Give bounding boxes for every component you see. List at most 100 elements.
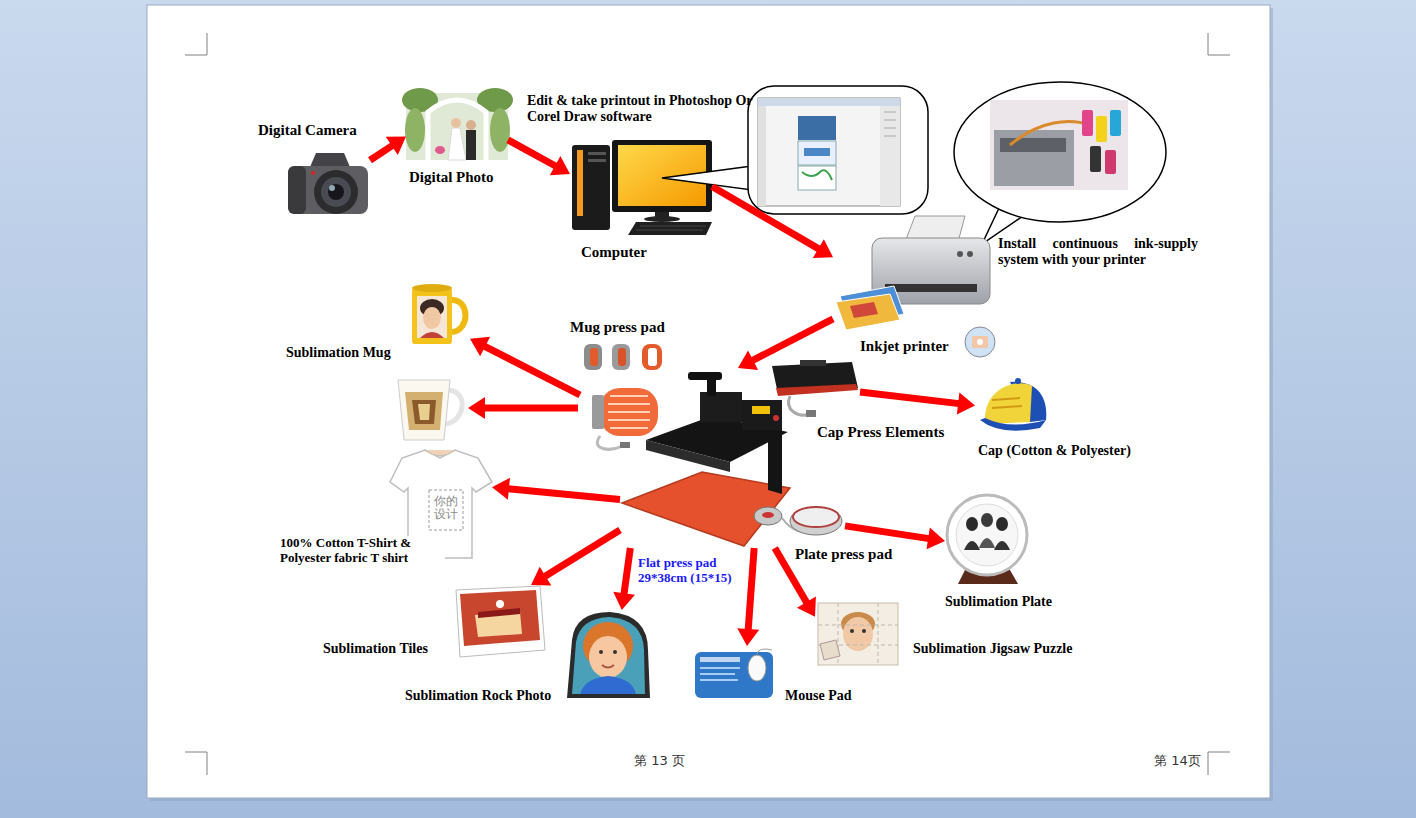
label-anchor: Install continuous ink-supply system wit…	[998, 236, 1198, 268]
heat-press-picture-part	[773, 415, 779, 421]
tile-picture	[456, 586, 545, 657]
arrow-head	[550, 156, 570, 175]
arrow-shaft	[545, 530, 620, 577]
node-label: Sublimation Rock Photo	[405, 688, 551, 704]
arrow-shaft	[748, 548, 754, 630]
cap-press-picture-part	[776, 384, 858, 396]
camera-picture-part	[311, 171, 315, 175]
rock-photo-picture-part	[613, 650, 617, 654]
plate-picture-part	[964, 541, 980, 550]
printer-picture-part	[965, 327, 995, 357]
corner-mark	[185, 33, 1230, 775]
plate-picture	[947, 495, 1027, 584]
software-callout-part	[748, 86, 928, 214]
mug-press-pad-picture-part	[584, 344, 602, 370]
arrow-shaft	[508, 489, 620, 500]
node-label: Computer	[581, 244, 647, 261]
software-callout-part	[804, 148, 830, 156]
camera-picture-part	[328, 184, 344, 200]
page-number: 第 13 页	[634, 754, 685, 769]
ink-supply-callout-part	[994, 130, 1074, 186]
red-arrow	[845, 526, 945, 549]
node-label: 100% Cotton T-Shirt & Polyester fabric T…	[280, 536, 445, 566]
mug-press-pad-picture-part	[618, 348, 626, 366]
mouse-pad-picture	[695, 649, 773, 698]
diagram-node: Sublimation Plate	[945, 497, 1030, 585]
document-page	[147, 5, 1273, 801]
ink-supply-callout-part	[1082, 110, 1093, 136]
heat-press-picture-part	[700, 392, 742, 422]
red-arrow	[508, 140, 570, 175]
printer-picture-part	[850, 302, 878, 318]
computer-picture-part	[588, 152, 606, 155]
diagram-node: Sublimation Mug	[408, 283, 470, 345]
plate-picture-part	[966, 517, 978, 531]
mug-picture-part	[452, 300, 466, 332]
diagram-node: Computer	[570, 138, 712, 235]
arrow-shaft	[624, 548, 630, 594]
software-callout-part	[758, 98, 900, 206]
diagram-node: Flat press pad 29*38cm (15*15)	[620, 368, 792, 548]
camera-picture	[288, 153, 368, 214]
diagram-node: Mouse Pad	[695, 646, 775, 700]
ink-supply-callout-part	[990, 100, 1128, 190]
node-label: Flat press pad 29*38cm (15*15)	[638, 556, 750, 586]
arrow-shaft	[860, 392, 959, 404]
mug-picture-part	[423, 307, 441, 329]
cap-picture	[980, 378, 1046, 431]
corner-mark-part	[185, 33, 207, 55]
jigsaw-picture-part	[843, 617, 873, 651]
plate-press-pad-picture-part	[762, 512, 774, 518]
mug-press-pad-picture-part	[642, 344, 662, 370]
photo-picture-part	[405, 108, 425, 152]
latte-mug-picture	[398, 380, 462, 440]
plate-picture-part	[979, 538, 995, 548]
node-label: Mug press pad	[570, 319, 665, 336]
node-label: Plate press pad	[795, 546, 892, 563]
camera-picture-part	[314, 170, 358, 214]
arrow-head	[470, 337, 490, 357]
plate-press-pad-picture-part	[790, 507, 842, 535]
node-label: Sublimation Mug	[286, 345, 391, 361]
mug-picture-part	[412, 288, 452, 344]
cap-picture-part	[992, 398, 1022, 408]
ink-supply-callout-part	[954, 82, 1166, 222]
arrow-head	[957, 393, 975, 415]
mug-press-pad-picture-part	[620, 442, 630, 448]
rock-photo-picture-part	[567, 612, 650, 698]
red-arrow	[370, 137, 406, 161]
computer-picture-part	[628, 222, 712, 235]
corner-mark-part	[1208, 33, 1230, 55]
software-callout-part	[880, 106, 900, 206]
rock-photo-picture-part	[572, 617, 645, 694]
tile-picture-part	[460, 590, 540, 646]
mug-press-pad-picture-part	[592, 395, 604, 429]
rock-photo-picture-part	[589, 636, 627, 678]
mouse-pad-picture-part	[700, 657, 740, 662]
plate-picture-part	[956, 504, 1018, 566]
diagram-node: Digital Photo	[406, 93, 508, 160]
red-arrow	[613, 548, 635, 610]
arrow-head	[927, 528, 945, 550]
corner-mark-part	[1208, 752, 1230, 775]
tile-picture-part	[496, 600, 504, 608]
diagram-node: Sublimation Tiles	[452, 585, 545, 657]
label-anchor: Mug press pad	[570, 318, 665, 336]
red-arrow	[470, 337, 580, 395]
ink-supply-callout-part	[1096, 116, 1107, 142]
camera-picture-part	[288, 166, 306, 214]
arrow-shaft	[752, 319, 833, 361]
note-text: 你的设计	[432, 495, 460, 521]
mug-picture-part	[412, 284, 452, 292]
diagram-node: Cap Press Elements	[768, 358, 860, 420]
mouse-pad-picture-part	[695, 652, 773, 698]
diagram-node: Sublimation Jigsaw Puzzle	[815, 600, 900, 667]
node-label: Inkjet printer	[860, 338, 949, 355]
camera-picture-part	[321, 177, 351, 207]
red-arrow	[712, 187, 833, 259]
rock-photo-picture-part	[580, 676, 636, 694]
printer-picture-part	[972, 336, 988, 348]
arrow-head	[531, 567, 551, 586]
